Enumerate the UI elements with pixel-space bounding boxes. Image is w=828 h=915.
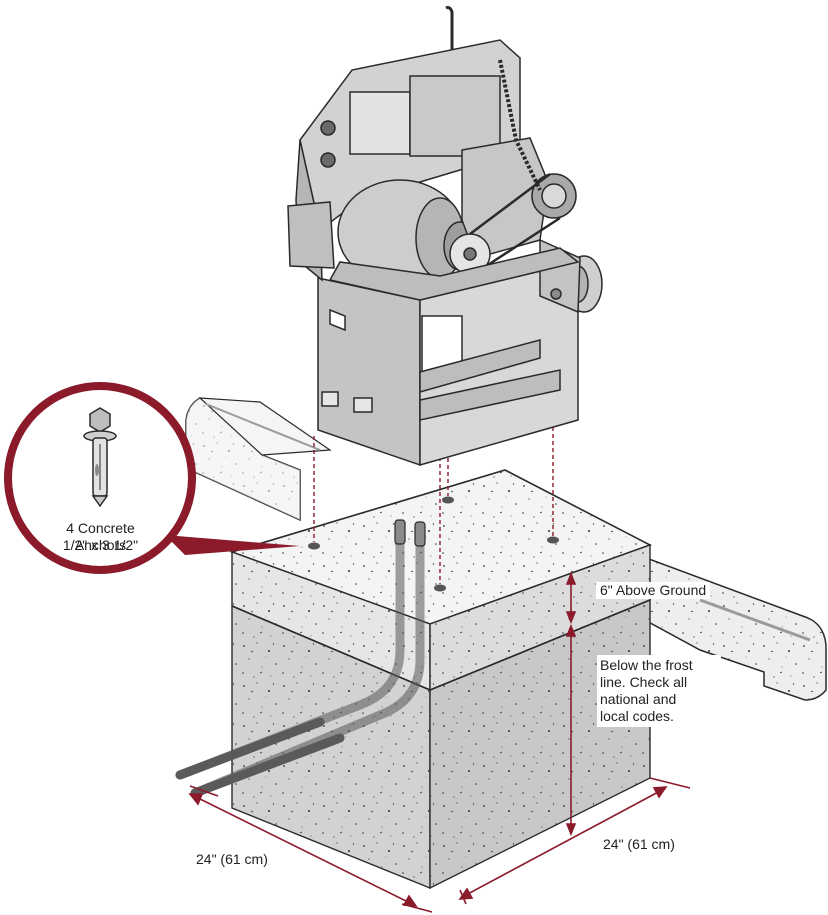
width-left-label: 24" (61 cm) <box>196 851 268 867</box>
gate-operator-machine <box>287 6 603 467</box>
curb-left <box>185 397 332 522</box>
width-right-label: 24" (61 cm) <box>603 836 675 852</box>
width-dimension-left <box>188 785 433 913</box>
above-ground-label: 6" Above Ground <box>596 582 711 599</box>
conduit-pipes <box>175 519 426 798</box>
anchor-callout <box>4 382 300 574</box>
concrete-anchor-icon <box>83 407 117 508</box>
concrete-pad <box>229 469 652 890</box>
anchors-size-label: 1/2" x 3 1/2" <box>62 537 139 553</box>
anchor-holes <box>308 496 559 592</box>
frost-line-label: Below the frost line. Check all national… <box>597 655 721 727</box>
width-dimension-right <box>458 777 691 905</box>
height-dimension <box>565 571 577 837</box>
anchors-title-label: 4 Concrete Anchors <box>66 520 135 553</box>
